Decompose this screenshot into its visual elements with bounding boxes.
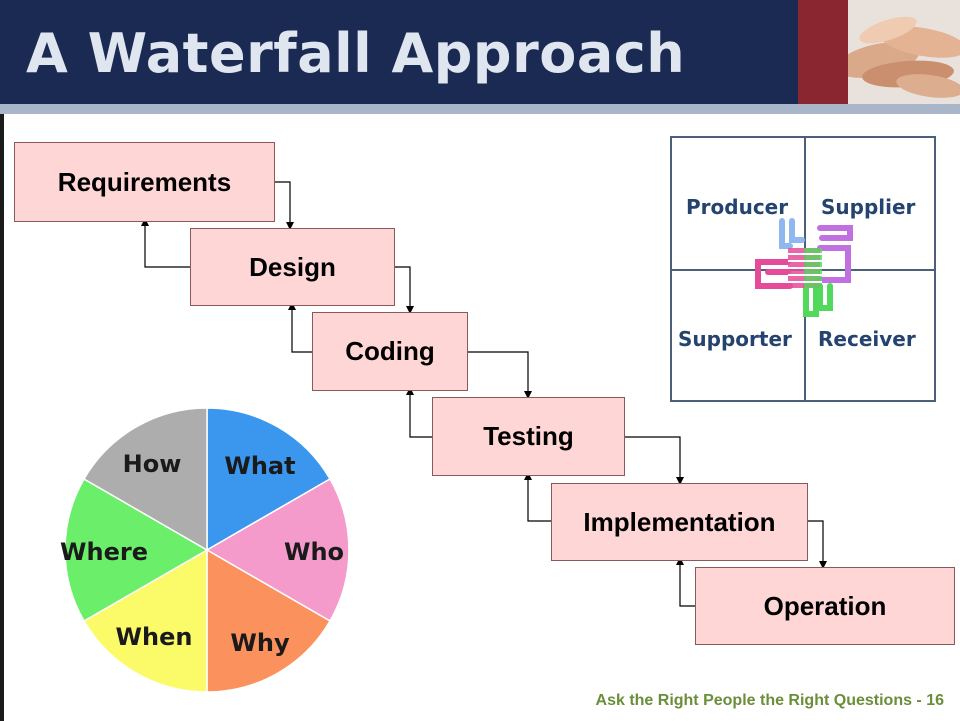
arrow-requirements-to-design [275, 181, 294, 230]
arrow-testing-to-implementation [625, 436, 684, 485]
slide-title: A Waterfall Approach [26, 22, 686, 85]
arrow-design-to-coding [395, 266, 414, 314]
label-when: When [116, 623, 193, 651]
connector-puzzle-icon [755, 218, 853, 317]
wedge-how [82, 407, 208, 552]
label-how: How [123, 450, 182, 478]
wedge-what [206, 407, 332, 552]
role-producer: Producer [686, 195, 789, 219]
label-why: Why [230, 629, 290, 657]
label-who: Who [284, 538, 344, 566]
role-supplier: Supplier [821, 195, 916, 219]
wedge-when [82, 548, 208, 693]
step-implementation: Implementation [551, 483, 808, 561]
arrow-coding-to-testing [468, 351, 532, 399]
hands-photo-icon [848, 0, 960, 104]
roles-quadrant: Producer Supplier Supporter Receiver [670, 136, 936, 402]
label-where: Where [60, 538, 148, 566]
wedge-why [206, 548, 332, 693]
slide-footer: Ask the Right People the Right Questions… [595, 692, 944, 709]
label-what: What [224, 452, 295, 480]
feedback-coding-to-design [288, 302, 312, 353]
title-bar: A Waterfall Approach [0, 0, 960, 104]
wedge-who [205, 477, 350, 623]
step-requirements: Requirements [14, 142, 275, 222]
feedback-operation-to-implementation [676, 557, 695, 607]
questions-wheel: What Who Why When Where How [60, 407, 350, 693]
role-supporter: Supporter [678, 327, 792, 351]
role-receiver: Receiver [818, 327, 916, 351]
feedback-testing-to-coding [406, 387, 432, 438]
feedback-implementation-to-testing [524, 472, 551, 522]
step-testing: Testing [432, 397, 625, 476]
arrow-implementation-to-operation [808, 520, 827, 569]
header-divider [0, 104, 960, 114]
slide-left-border [0, 0, 4, 721]
wedge-where [64, 477, 209, 623]
step-operation: Operation [695, 567, 955, 645]
step-coding: Coding [312, 312, 468, 391]
feedback-design-to-requirements [141, 218, 190, 268]
header-accent-bar [798, 0, 848, 104]
step-design: Design [190, 228, 395, 306]
